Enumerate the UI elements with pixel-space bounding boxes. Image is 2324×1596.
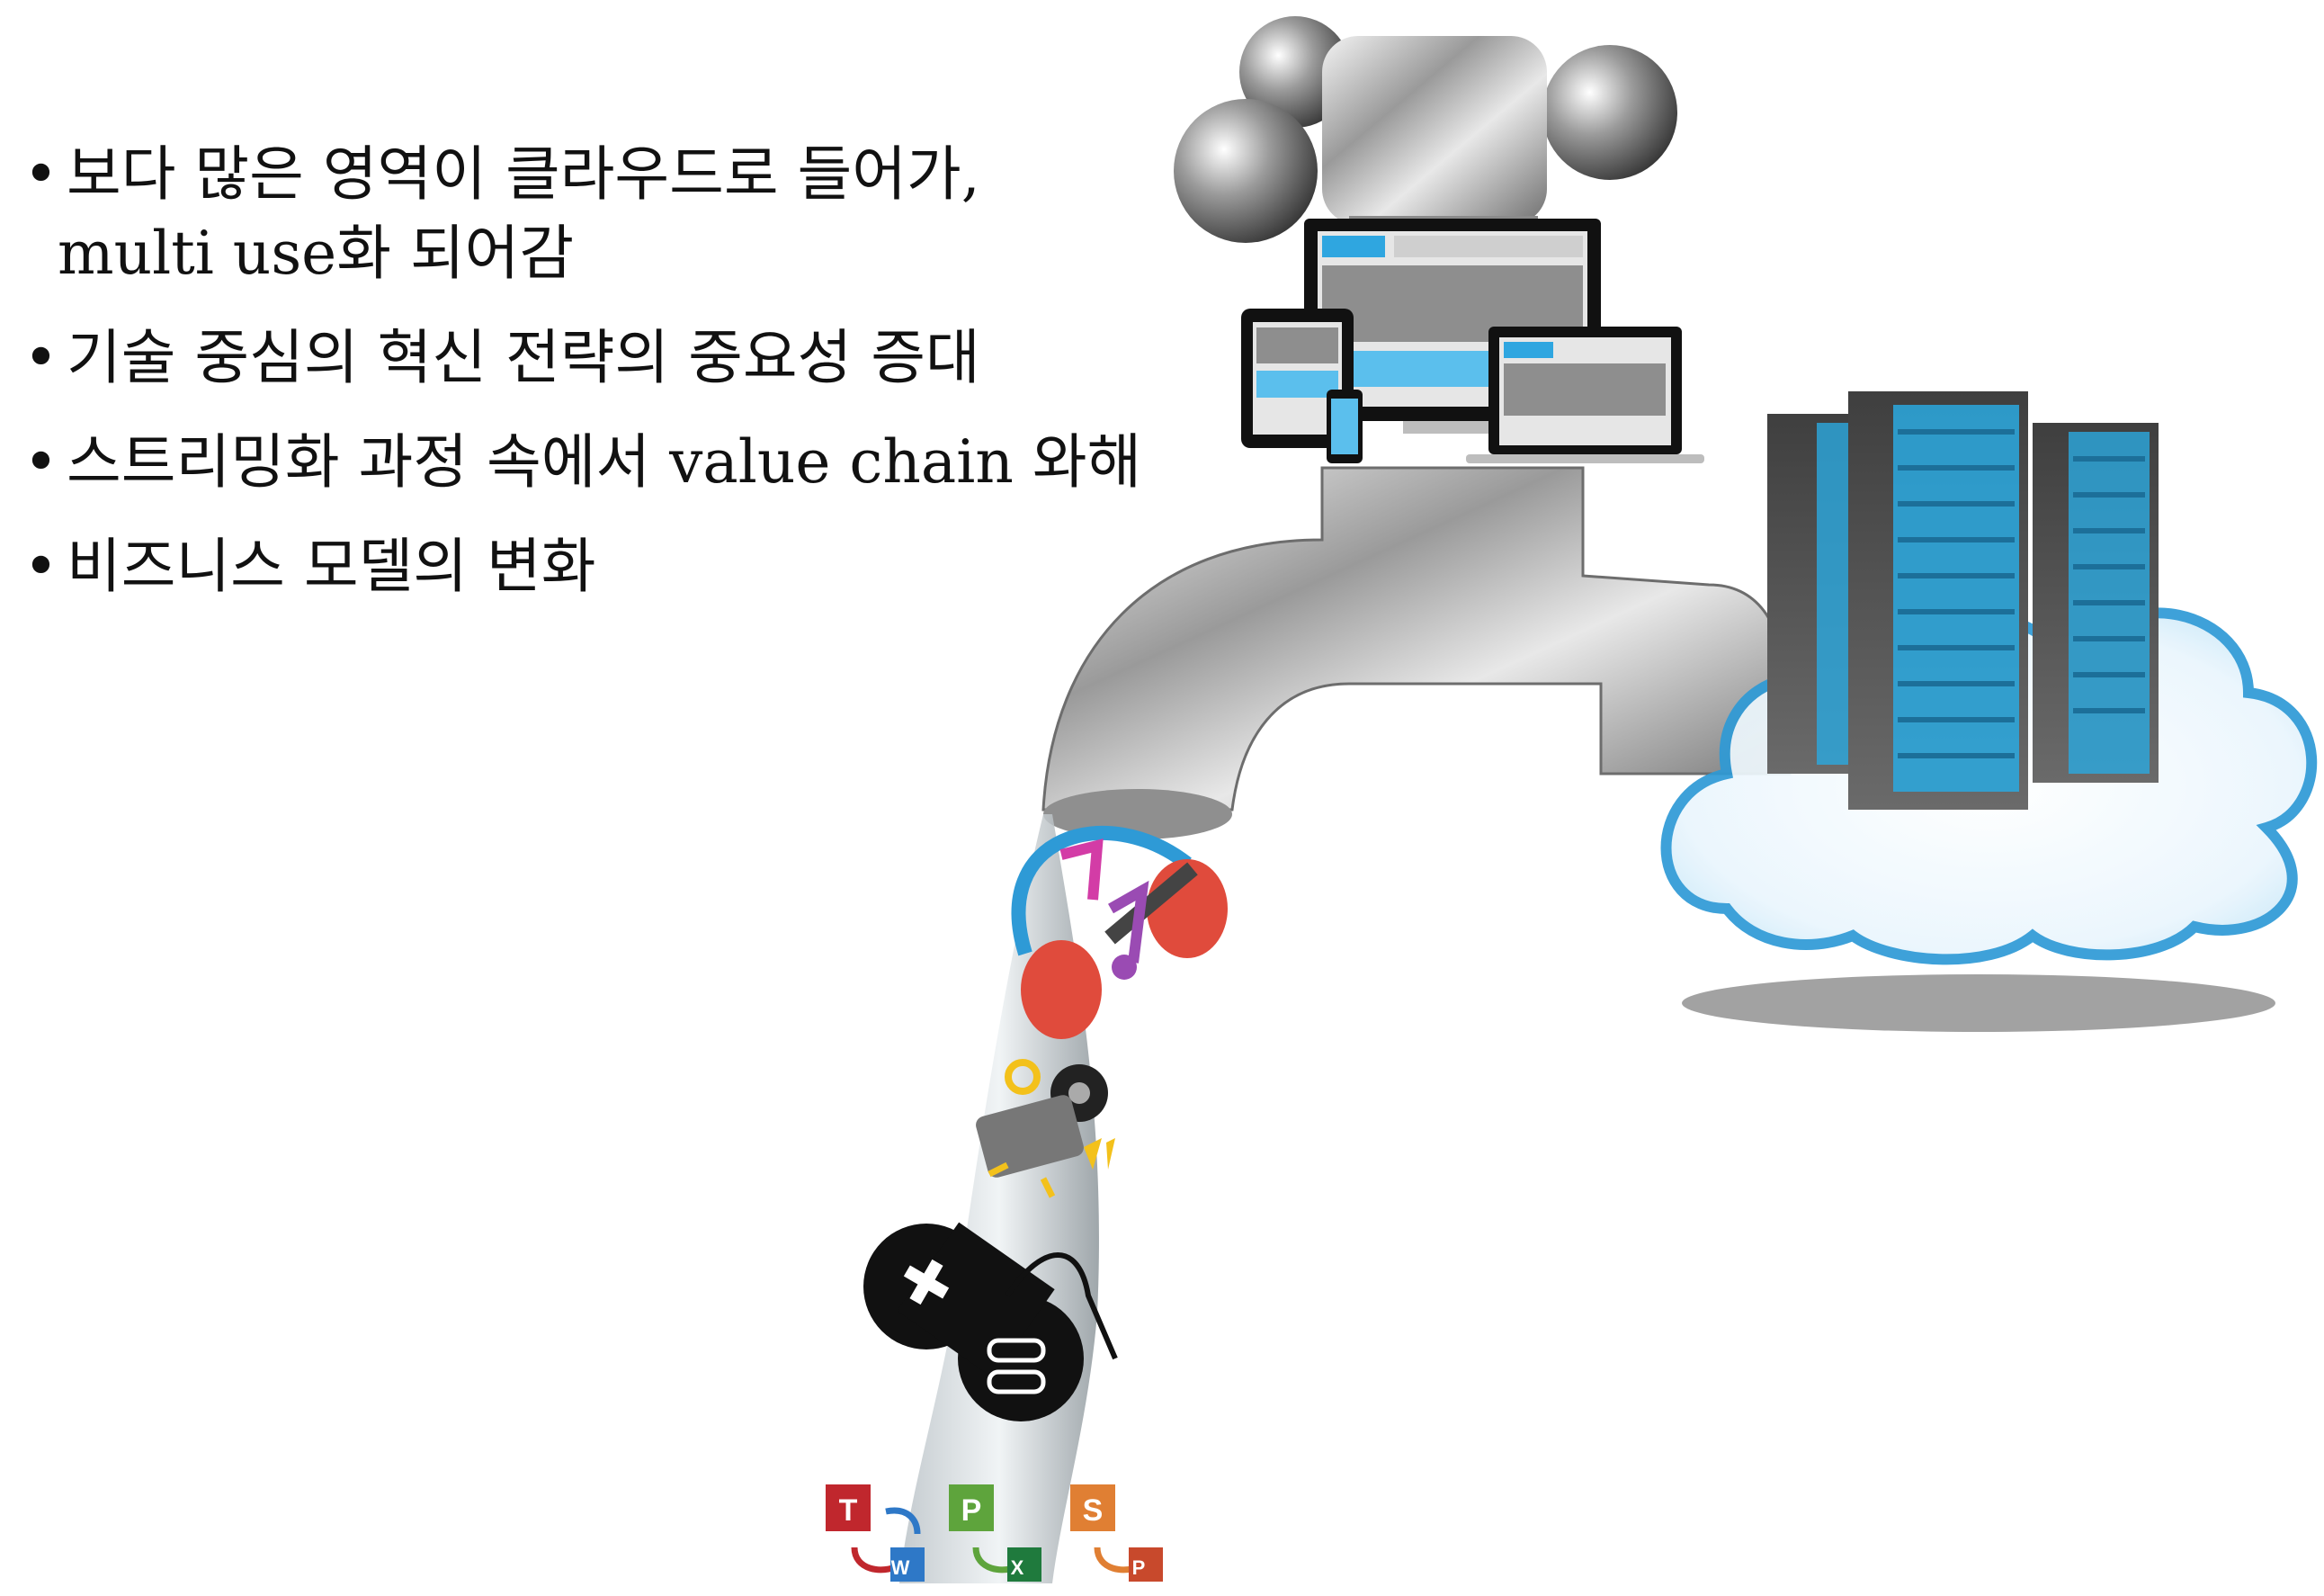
badge-t-label: T xyxy=(839,1493,858,1528)
office-badges: T W P X S P xyxy=(826,1484,1163,1582)
badge-pp-icon xyxy=(1129,1547,1163,1582)
badge-pp-label: P xyxy=(1132,1556,1146,1579)
music-note-icon xyxy=(1059,838,1149,980)
badge-w-label: W xyxy=(891,1556,910,1579)
water-stream xyxy=(899,814,1099,1583)
faucet-icon xyxy=(1041,16,1792,839)
badge-s-label: S xyxy=(1083,1493,1104,1528)
cloud-shadow xyxy=(1682,974,2275,1032)
badge-s-icon xyxy=(1070,1484,1115,1531)
badge-t-icon xyxy=(826,1484,871,1531)
tablet-icon xyxy=(1241,309,1354,448)
bullet-item-3: 스트리밍화 과정 속에서 value chain 와해 xyxy=(23,423,1211,502)
bullet-1-line-1: 보다 많은 영역이 클라우드로 들어가, xyxy=(67,139,980,209)
badge-p-icon xyxy=(949,1484,994,1531)
camera-icon xyxy=(976,1059,1115,1198)
bullet-4-text: 비즈니스 모델의 변화 xyxy=(67,532,596,601)
gamepad-icon xyxy=(863,1222,1118,1421)
bullet-item-2: 기술 중심의 혁신 전략의 중요성 증대 xyxy=(23,318,1211,398)
bullet-item-1: 보다 많은 영역이 클라우드로 들어가, multi use화 되어감 xyxy=(23,135,1211,293)
laptop-icon xyxy=(1466,327,1704,463)
bullet-1-line-2: multi use화 되어감 xyxy=(58,219,575,288)
badge-x-label: X xyxy=(1011,1556,1024,1579)
badge-w-icon xyxy=(890,1547,925,1582)
headphones-icon xyxy=(1011,826,1228,1039)
badge-p-label: P xyxy=(961,1493,982,1528)
phone-icon xyxy=(1327,390,1363,463)
server-rack-icon xyxy=(1767,391,2159,810)
badge-x-icon xyxy=(1007,1547,1041,1582)
bullet-item-4: 비즈니스 모델의 변화 xyxy=(23,527,1211,606)
bullet-2-text: 기술 중심의 혁신 전략의 중요성 증대 xyxy=(67,323,980,392)
bullet-list: 보다 많은 영역이 클라우드로 들어가, multi use화 되어감 기술 중… xyxy=(23,135,1211,632)
bullet-3-text: 스트리밍화 과정 속에서 value chain 와해 xyxy=(67,427,1142,497)
